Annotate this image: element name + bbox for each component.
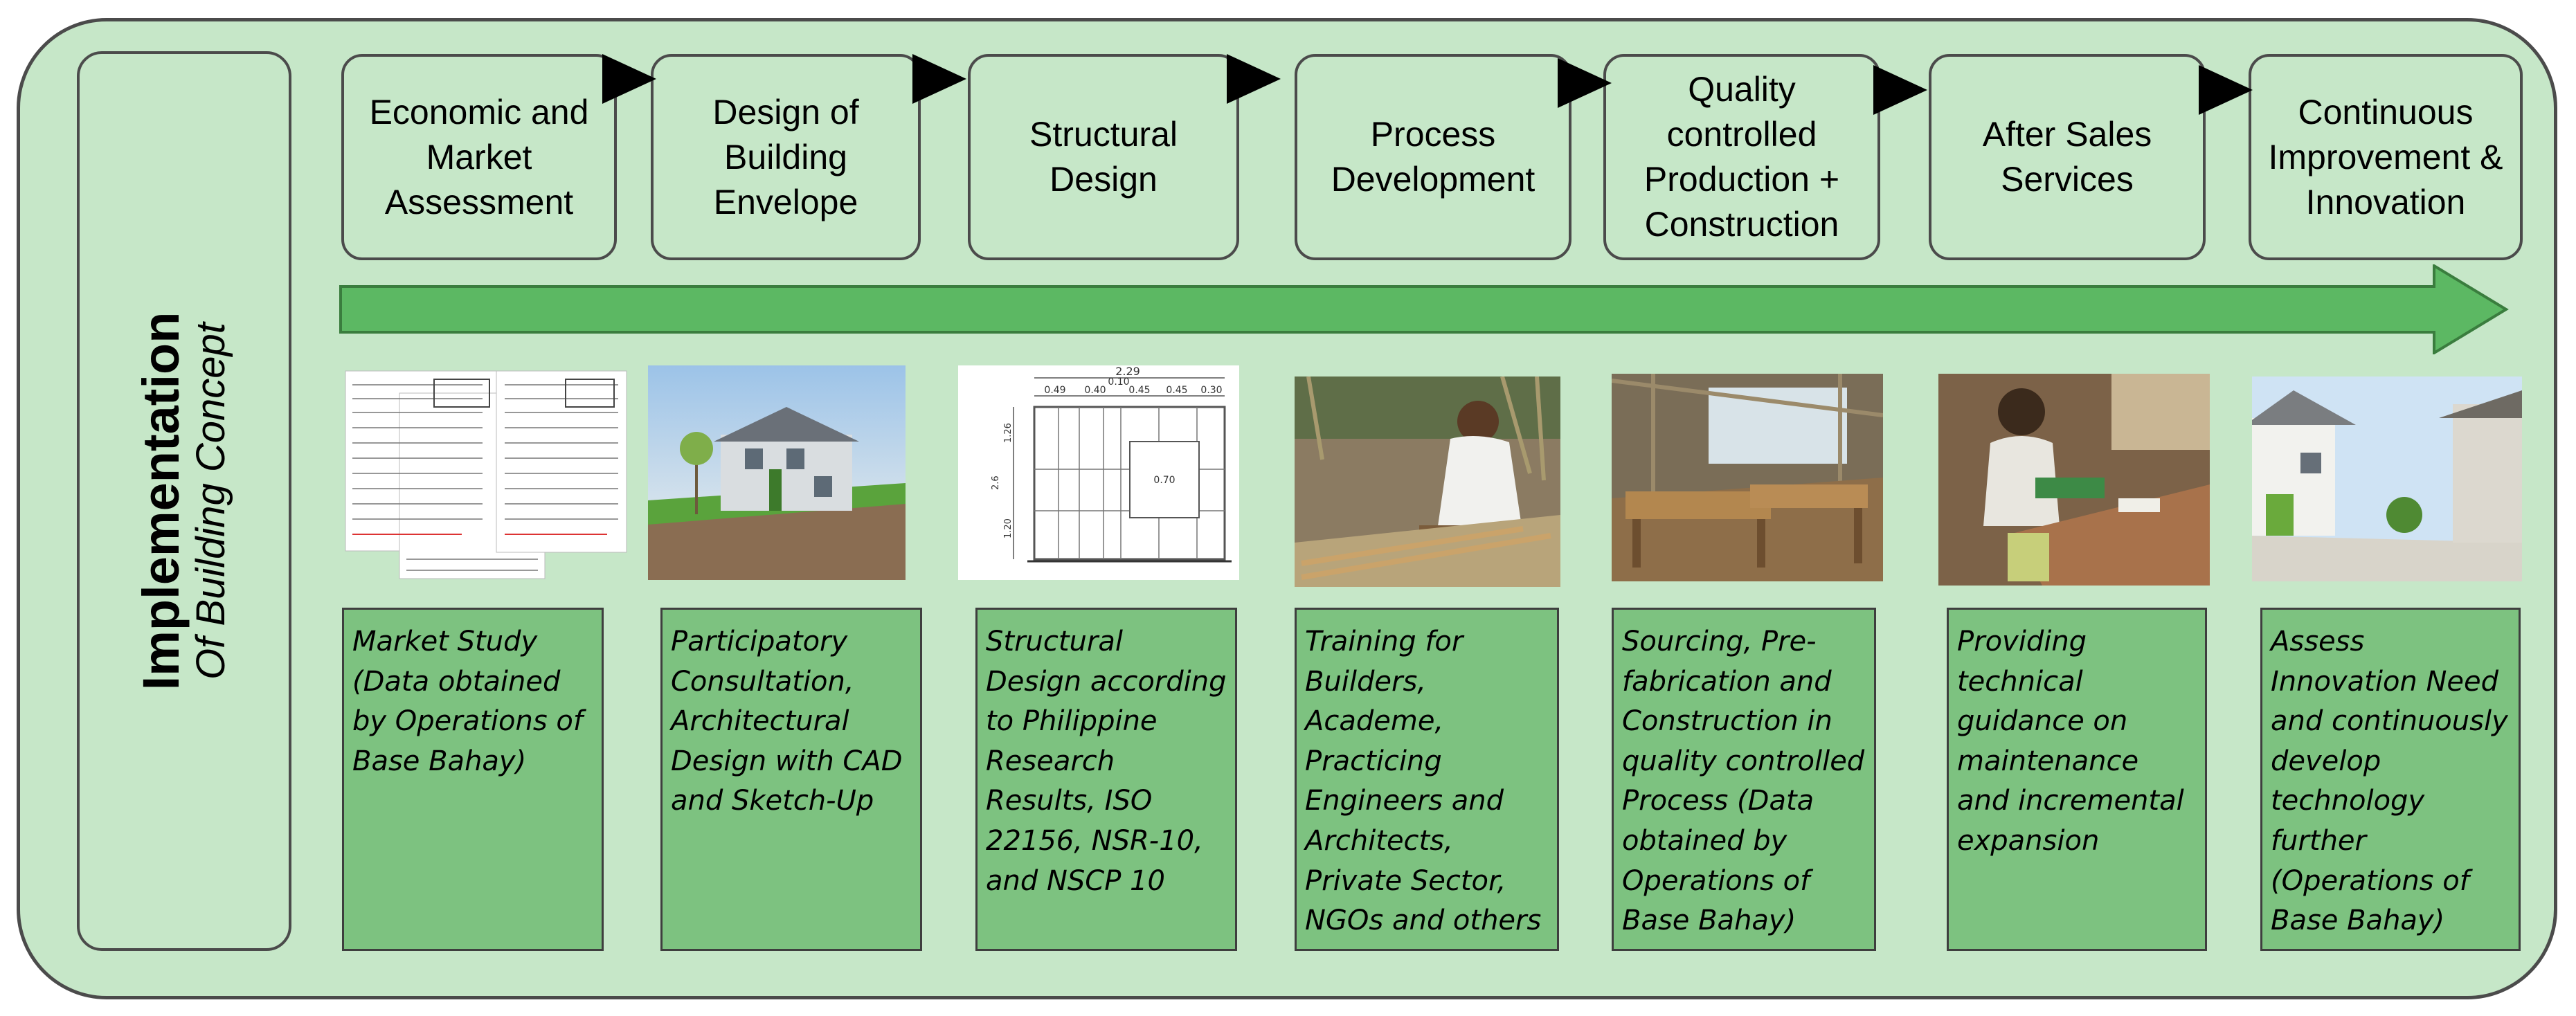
- dim-row: 0.45: [1128, 385, 1150, 396]
- image-structural-drawing: 2.29 0.49 0.40 0.10 0.45 0.45 0.30 0.70 …: [958, 365, 1239, 580]
- step-label: Structural Design: [1029, 115, 1178, 199]
- step-economic-market-assessment: Economic and Market Assessment: [341, 54, 617, 260]
- step-design-building-envelope: Design of Building Envelope: [651, 54, 921, 260]
- chevron-right-icon: [602, 54, 656, 104]
- description-training: Training for Builders, Academe, Practici…: [1295, 608, 1559, 951]
- image-training-builders: [1295, 377, 1560, 587]
- dim-row: 0.49: [1044, 385, 1065, 396]
- dim-row: 0.40: [1084, 385, 1106, 396]
- description-sourcing-prefabrication: Sourcing, Pre-fabrication and Constructi…: [1612, 608, 1876, 951]
- step-label: Continuous Improvement & Innovation: [2268, 92, 2503, 221]
- image-completed-houses: [2252, 377, 2522, 581]
- image-building-envelope-render: [648, 365, 906, 580]
- image-production-workshop: [1612, 374, 1883, 588]
- chevron-right-icon: [1227, 54, 1281, 104]
- chevron-right-icon: [1558, 58, 1612, 108]
- step-label: Economic and Market Assessment: [369, 92, 589, 221]
- dim-window: 0.70: [1153, 475, 1175, 486]
- dim-side: 1.26: [1003, 423, 1014, 443]
- sidebar-text: Implementation Of Building Concept: [132, 311, 234, 691]
- step-label: After Sales Services: [1982, 115, 2152, 199]
- image-market-survey-forms: [344, 365, 628, 580]
- chevron-right-icon: [912, 54, 966, 104]
- description-technical-guidance: Providing technical guidance on maintena…: [1947, 608, 2207, 951]
- chevron-right-icon: [1873, 65, 1927, 115]
- step-process-development: Process Development: [1295, 54, 1571, 260]
- chevron-right-icon: [2199, 65, 2253, 115]
- step-label: Quality controlled Production + Construc…: [1643, 70, 1840, 244]
- step-continuous-improvement: Continuous Improvement & Innovation: [2249, 54, 2523, 260]
- description-participatory-consultation: Participatory Consultation, Architectura…: [660, 608, 922, 951]
- image-technical-guidance: [1938, 374, 2210, 588]
- timeline-arrow: [339, 264, 2509, 354]
- step-label: Design of Building Envelope: [712, 92, 859, 221]
- dim-side: 2.6: [991, 475, 1001, 490]
- sidebar-subtitle: Of Building Concept: [188, 323, 233, 680]
- description-market-study: Market Study (Data obtained by Operation…: [342, 608, 604, 951]
- dim-total: 2.29: [1115, 365, 1140, 378]
- description-structural-design: Structural Design according to Philippin…: [975, 608, 1237, 951]
- step-quality-controlled-production: Quality controlled Production + Construc…: [1603, 54, 1880, 260]
- step-label: Process Development: [1331, 115, 1535, 199]
- description-innovation: Assess Innovation Need and continuously …: [2260, 608, 2521, 951]
- dim-row: 0.10: [1108, 377, 1129, 388]
- dim-row: 0.45: [1166, 385, 1187, 396]
- step-structural-design: Structural Design: [968, 54, 1239, 260]
- dim-side: 1.20: [1003, 518, 1014, 538]
- sidebar-label-box: Implementation Of Building Concept: [77, 51, 291, 951]
- dim-row: 0.30: [1200, 385, 1222, 396]
- sidebar-title: Implementation: [132, 311, 190, 691]
- step-after-sales-services: After Sales Services: [1929, 54, 2206, 260]
